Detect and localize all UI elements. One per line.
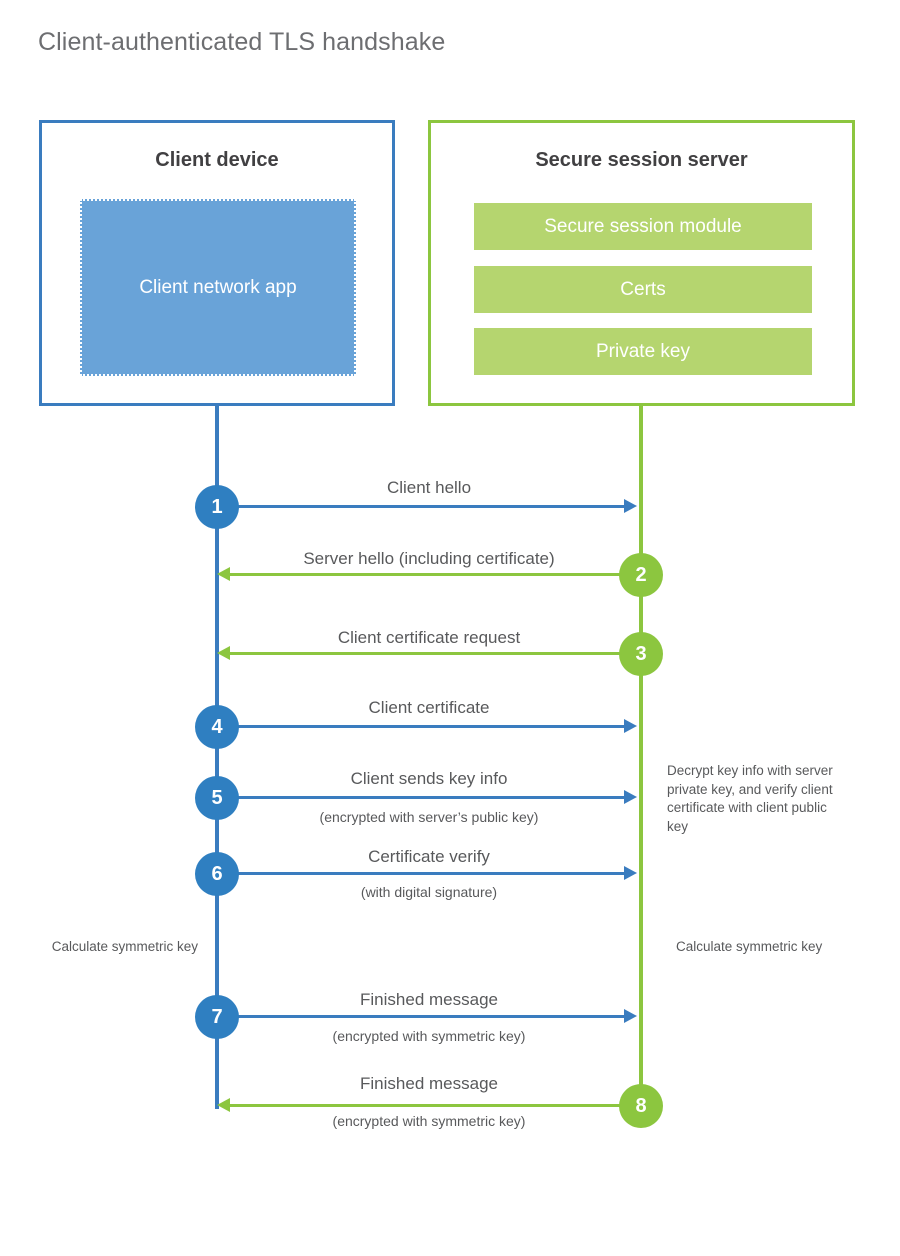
step-number: 5	[211, 786, 223, 809]
secure-session-server-title: Secure session server	[535, 149, 748, 171]
step-5-label: Client sends key info	[350, 769, 508, 788]
step-3-arrow	[217, 646, 639, 660]
step-number: 3	[635, 642, 647, 665]
client-device-title: Client device	[155, 149, 279, 171]
client-device-box: Client device Client network app	[39, 120, 395, 406]
server-component-label: Certs	[620, 278, 666, 300]
server-component-private-key: Private key	[474, 328, 812, 375]
step-8-label: Finished message	[360, 1074, 498, 1093]
server-decrypt-note: Decrypt key info with server private key…	[667, 763, 833, 834]
step-5-arrow	[217, 790, 637, 804]
client-lifeline	[215, 406, 219, 1109]
step-8-marker: 8	[619, 1084, 663, 1128]
step-6-arrow	[217, 866, 637, 880]
step-4-label: Client certificate	[368, 698, 490, 717]
client-network-app-block: Client network app	[80, 199, 356, 376]
step-3-marker: 3	[619, 632, 663, 676]
step-5-sublabel: (encrypted with server’s public key)	[319, 809, 539, 825]
server-component-label: Private key	[596, 340, 690, 362]
step-number: 2	[635, 563, 647, 586]
step-6-label: Certificate verify	[368, 847, 490, 866]
server-component-secure-session-module: Secure session module	[474, 203, 812, 250]
server-lifeline	[639, 406, 643, 1106]
client-network-app-label: Client network app	[139, 276, 297, 298]
client-calculate-symmetric-key-note: Calculate symmetric key	[51, 939, 198, 954]
step-2-label: Server hello (including certificate)	[303, 549, 555, 568]
step-1-marker: 1	[195, 485, 239, 529]
server-component-label: Secure session module	[544, 215, 742, 237]
step-number: 8	[635, 1094, 647, 1117]
step-7-sublabel: (encrypted with symmetric key)	[332, 1028, 526, 1044]
step-3-label: Client certificate request	[337, 628, 521, 647]
step-5-marker: 5	[195, 776, 239, 820]
step-4-arrow	[217, 719, 637, 733]
server-component-certs: Certs	[474, 266, 812, 313]
server-calculate-symmetric-key-note: Calculate symmetric key	[676, 939, 823, 954]
step-number: 7	[211, 1005, 223, 1028]
step-8-arrow	[217, 1098, 639, 1112]
secure-session-server-box: Secure session server Secure session mod…	[428, 120, 855, 406]
step-6-sublabel: (with digital signature)	[360, 884, 498, 900]
step-7-label: Finished message	[360, 990, 498, 1009]
step-6-marker: 6	[195, 852, 239, 896]
step-8-sublabel: (encrypted with symmetric key)	[332, 1113, 526, 1129]
page-title: Client-authenticated TLS handshake	[38, 28, 446, 56]
step-2-marker: 2	[619, 553, 663, 597]
step-1-arrow	[217, 499, 637, 513]
step-1-label: Client hello	[386, 478, 472, 497]
step-7-marker: 7	[195, 995, 239, 1039]
step-4-marker: 4	[195, 705, 239, 749]
step-7-arrow	[217, 1009, 637, 1023]
step-2-arrow	[217, 567, 639, 581]
step-number: 6	[211, 862, 223, 885]
step-number: 1	[211, 495, 223, 518]
step-number: 4	[211, 715, 223, 738]
